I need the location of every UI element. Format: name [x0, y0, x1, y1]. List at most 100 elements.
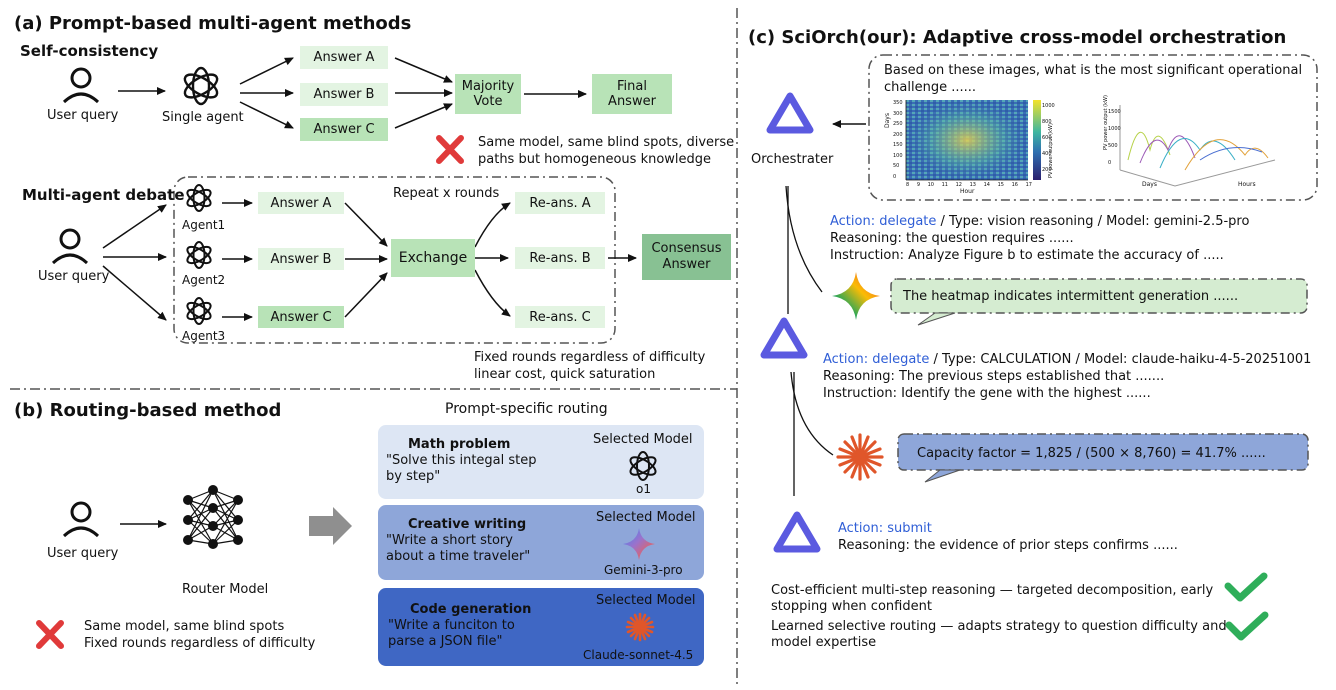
heatmap-xtick: 17 — [1025, 182, 1032, 188]
panel-c-canvas — [760, 54, 1318, 641]
response-bubble-1 — [890, 278, 1308, 314]
route-creative-selected: Selected Model — [596, 510, 696, 525]
heatmap-ytick: 200 — [893, 131, 903, 138]
step2-action: Action: delegate — [823, 352, 930, 367]
heatmap-ytick: 50 — [893, 163, 900, 169]
debate-answer-b: Answer B — [258, 248, 344, 270]
route-code: Code generation "Write a funciton to par… — [378, 588, 704, 666]
plot3d-ztick: 0 — [1108, 160, 1112, 166]
panel-c-title: (c) SciOrch(our): Adaptive cross-model o… — [748, 27, 1287, 48]
arrow-sc-c-vote — [394, 103, 453, 129]
arrow-debate-1 — [102, 204, 167, 249]
arrow-sc-a — [239, 57, 294, 85]
sc-critique: Same model, same blind spots, diverse pa… — [478, 135, 735, 167]
arrow-sc-c — [239, 101, 294, 129]
step1-action: Action: delegate — [830, 214, 937, 229]
openai-icon — [629, 451, 657, 481]
gemini-icon — [623, 528, 655, 560]
debate-dashed-box — [173, 176, 616, 344]
route-math: Math problem "Solve this integal step by… — [378, 425, 704, 499]
route-creative-prompt: "Write a short story about a time travel… — [386, 533, 531, 564]
plot3d-ylabel: Hours — [1238, 181, 1256, 188]
orchestrater-icon — [760, 317, 808, 359]
orchestrater-label: Orchestrater — [751, 152, 834, 167]
repeat-rounds-label: Repeat x rounds — [393, 186, 500, 201]
route-creative: Creative writing "Write a short story ab… — [378, 505, 704, 580]
user-icon — [51, 228, 89, 265]
heatmap-xtick: 15 — [997, 182, 1004, 188]
plot3d-figure — [1119, 105, 1276, 187]
agent3-label: Agent3 — [182, 329, 226, 343]
openai-icon — [186, 184, 212, 212]
claude-icon — [625, 612, 655, 642]
benefit-1: Cost-efficient multi-step reasoning — ta… — [771, 583, 1214, 614]
cross-icon — [436, 135, 464, 164]
route-math-prompt: "Solve this integal step by step" — [386, 453, 537, 484]
step3-reasoning: Reasoning: the evidence of prior steps c… — [838, 538, 1178, 553]
b-critique: Same model, same blind spots Fixed round… — [84, 619, 316, 651]
orchestrater-icon — [773, 511, 821, 553]
route-math-category: Math problem — [408, 437, 511, 452]
heatmap-ytick: 350 — [893, 100, 903, 106]
heatmap-xtick: 13 — [969, 182, 976, 188]
heatmap-cbar-tick: 1000 — [1042, 103, 1055, 109]
route-code-model: Claude-sonnet-4.5 — [583, 648, 694, 662]
debate-answer-a: Answer A — [258, 192, 344, 214]
heatmap-xtick: 16 — [1011, 182, 1018, 188]
heatmap-cbar-tick: 600 — [1042, 135, 1052, 141]
debate-user-query-label: User query — [38, 269, 110, 284]
step2-reasoning: Reasoning: The previous steps establishe… — [823, 369, 1165, 384]
b-user-query-label: User query — [47, 546, 119, 561]
heatmap-figure — [905, 100, 1041, 181]
majority-vote-box: Majority Vote — [455, 74, 521, 114]
step2-meta: / Type: CALCULATION / Model: claude-haik… — [929, 352, 1312, 367]
final-answer-box: Final Answer — [592, 74, 672, 114]
question-dashed-box — [868, 54, 1318, 201]
question-text: Based on these images, what is the most … — [884, 63, 1303, 95]
response-bubble-2-tail — [924, 469, 961, 483]
step1-reasoning: Reasoning: the question requires ...... — [830, 231, 1074, 246]
heatmap-xtick: 11 — [941, 182, 948, 188]
heatmap-xtick: 14 — [983, 182, 990, 188]
route-code-selected: Selected Model — [596, 593, 696, 608]
heatmap-ytick: 300 — [893, 110, 903, 117]
router-model-label: Router Model — [182, 582, 269, 597]
plot3d-ztick: 1000 — [1108, 126, 1121, 132]
orchestrater-icon — [766, 92, 814, 134]
route-math-selected: Selected Model — [593, 432, 693, 447]
heatmap-cbar-tick: 400 — [1042, 151, 1052, 157]
reanswer-a: Re-ans. A — [515, 192, 605, 214]
openai-icon — [186, 241, 212, 269]
route-code-prompt: "Write a funciton to parse a JSON file" — [388, 618, 515, 649]
step1-meta: / Type: vision reasoning / Model: gemini… — [936, 214, 1250, 229]
openai-icon — [183, 66, 219, 106]
route-creative-model: Gemini-3-pro — [604, 563, 683, 577]
arrow-ans-c-exchange — [344, 272, 388, 318]
self-consistency-title: Self-consistency — [20, 42, 159, 60]
heatmap-ylabel: Days — [884, 113, 891, 128]
plot3d-ztick: 1500 — [1108, 109, 1121, 115]
router-output-arrow — [309, 507, 352, 545]
agent1-label: Agent1 — [182, 218, 226, 232]
step1-response: The heatmap indicates intermittent gener… — [903, 289, 1239, 304]
sc-answer-c: Answer C — [300, 118, 388, 141]
step2-instruction: Instruction: Identify the gene with the … — [823, 386, 1151, 401]
heatmap-highlight — [906, 100, 1028, 180]
openai-icon — [186, 297, 212, 325]
cross-icon — [36, 620, 64, 649]
arrow-sc-a-vote — [394, 57, 453, 83]
step2-action-line: Action: delegate / Type: CALCULATION / M… — [823, 352, 1311, 368]
curve-step1 — [785, 185, 823, 293]
arrow-exchange-a — [474, 202, 511, 248]
exchange-box: Exchange — [391, 239, 475, 277]
plot3d-ztick: 500 — [1108, 143, 1118, 149]
debate-answer-c: Answer C — [258, 306, 344, 328]
plot3d-zticks: 1500 1000 500 0 — [1108, 104, 1121, 172]
heatmap-ytick: 0 — [893, 173, 897, 180]
heatmap-ytick: 150 — [893, 142, 903, 148]
curve-step2 — [790, 371, 834, 456]
